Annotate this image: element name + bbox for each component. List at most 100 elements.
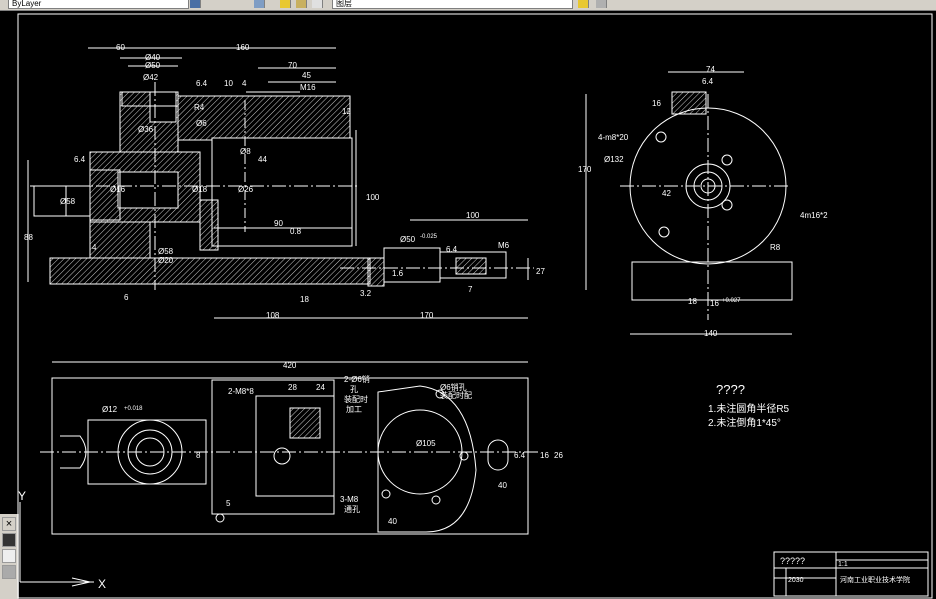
svg-text:Ø50: Ø50 [145, 61, 161, 70]
svg-text:5: 5 [226, 499, 231, 508]
svg-text:108: 108 [266, 311, 280, 320]
svg-text:100: 100 [466, 211, 480, 220]
top-view-dims: 420 2-M8*8 28 24 2-Ø6销 孔 装配时 加工 Ø12 +0.0… [102, 361, 563, 526]
svg-text:42: 42 [662, 189, 671, 198]
svg-text:4: 4 [242, 79, 247, 88]
svg-text:6.4: 6.4 [702, 77, 714, 86]
svg-text:420: 420 [283, 361, 297, 370]
svg-text:88: 88 [24, 233, 33, 242]
make-current-icon[interactable] [578, 0, 589, 8]
previous-layer-icon[interactable] [596, 0, 607, 8]
svg-text:0.8: 0.8 [290, 227, 302, 236]
svg-text:26: 26 [554, 451, 563, 460]
svg-text:Ø16: Ø16 [110, 185, 126, 194]
shaft-detail [340, 219, 534, 287]
svg-text:2-M8*8: 2-M8*8 [228, 387, 254, 396]
drawing-border [17, 13, 933, 599]
svg-text:4m16*2: 4m16*2 [800, 211, 828, 220]
sun-icon[interactable] [280, 0, 291, 8]
close-icon[interactable]: × [2, 517, 16, 531]
svg-text:12: 12 [342, 107, 351, 116]
svg-text:100: 100 [366, 193, 380, 202]
top-view [40, 361, 540, 535]
svg-text:90: 90 [274, 219, 283, 228]
svg-text:16: 16 [652, 99, 661, 108]
svg-text:3.2: 3.2 [360, 289, 372, 298]
svg-text:X: X [98, 577, 106, 591]
svg-text:装配时配: 装配时配 [440, 390, 472, 400]
svg-text:45: 45 [302, 71, 311, 80]
svg-text:Ø20: Ø20 [158, 256, 174, 265]
svg-text:Ø132: Ø132 [604, 155, 624, 164]
layers-manager-icon[interactable] [254, 0, 265, 8]
svg-text:74: 74 [706, 65, 715, 74]
svg-text:?????: ????? [780, 556, 805, 566]
ucs-icon [19, 502, 94, 587]
svg-text:通孔: 通孔 [344, 504, 360, 514]
front-view [27, 47, 528, 319]
command-icon[interactable] [2, 533, 16, 547]
svg-text:????: ???? [716, 382, 745, 397]
svg-text:Ø6: Ø6 [196, 119, 207, 128]
svg-text:Ø58: Ø58 [60, 197, 76, 206]
svg-text:170: 170 [578, 165, 592, 174]
svg-text:3-M8: 3-M8 [340, 495, 359, 504]
scroll-icon[interactable] [2, 565, 16, 579]
svg-text:7: 7 [468, 285, 473, 294]
svg-text:Ø58: Ø58 [158, 247, 174, 256]
svg-text:2-Ø6销: 2-Ø6销 [344, 374, 370, 384]
svg-text:8: 8 [196, 451, 201, 460]
svg-text:R4: R4 [194, 103, 205, 112]
svg-text:1:1: 1:1 [838, 561, 848, 568]
svg-text:6.4: 6.4 [446, 245, 458, 254]
svg-text:18: 18 [300, 295, 309, 304]
svg-text:孔: 孔 [350, 385, 358, 394]
svg-text:Ø42: Ø42 [143, 73, 159, 82]
svg-text:装配时: 装配时 [344, 394, 368, 404]
svg-text:Ø18: Ø18 [192, 185, 208, 194]
svg-text:Ø50: Ø50 [400, 235, 416, 244]
tool-palette: × [0, 514, 19, 599]
layer-name-field[interactable]: ByLayer [8, 0, 189, 9]
svg-text:4-m8*20: 4-m8*20 [598, 133, 629, 142]
shaft-detail-dims: 100 Ø50 -0.025 6.4 M6 27 1.6 7 [392, 211, 545, 294]
svg-text:1.6: 1.6 [392, 269, 404, 278]
svg-text:70: 70 [288, 61, 297, 70]
svg-text:24: 24 [316, 383, 325, 392]
svg-text:Y: Y [18, 489, 26, 503]
svg-text:6.4: 6.4 [196, 79, 208, 88]
layer-select[interactable]: 图层 [332, 0, 573, 9]
svg-text:10: 10 [224, 79, 233, 88]
svg-text:140: 140 [704, 329, 718, 338]
svg-text:2.未注倒角1*45°: 2.未注倒角1*45° [708, 416, 781, 429]
svg-text:4: 4 [92, 243, 97, 252]
lock-icon[interactable] [296, 0, 307, 8]
svg-text:40: 40 [498, 481, 507, 490]
title-block [773, 551, 929, 597]
svg-text:+0.027: +0.027 [722, 298, 741, 304]
svg-text:Ø36: Ø36 [138, 125, 154, 134]
svg-text:16: 16 [710, 299, 719, 308]
svg-text:18: 18 [688, 297, 697, 306]
svg-text:Ø105: Ø105 [416, 439, 436, 448]
svg-text:M16: M16 [300, 83, 316, 92]
svg-text:河南工业职业技术学院: 河南工业职业技术学院 [840, 575, 910, 584]
side-view-dims: 74 6.4 16 4-m8*20 Ø132 170 42 4m16*2 R8 … [578, 65, 828, 338]
color-icon[interactable] [312, 0, 323, 8]
svg-text:6.4: 6.4 [74, 155, 86, 164]
ucs-labels: X Y [18, 489, 106, 591]
standard-toolbar: ByLayer 图层 [0, 0, 936, 11]
svg-text:28: 28 [288, 383, 297, 392]
svg-text:60: 60 [116, 43, 125, 52]
svg-text:160: 160 [236, 43, 250, 52]
svg-text:-0.025: -0.025 [420, 234, 438, 240]
svg-text:R8: R8 [770, 243, 781, 252]
svg-text:27: 27 [536, 267, 545, 276]
layer-icon[interactable] [190, 0, 201, 8]
layers-icon[interactable] [2, 549, 16, 563]
svg-text:M6: M6 [498, 241, 510, 250]
svg-text:Ø12: Ø12 [102, 405, 118, 414]
svg-text:Ø6销孔: Ø6销孔 [440, 382, 467, 392]
svg-text:6: 6 [124, 293, 129, 302]
